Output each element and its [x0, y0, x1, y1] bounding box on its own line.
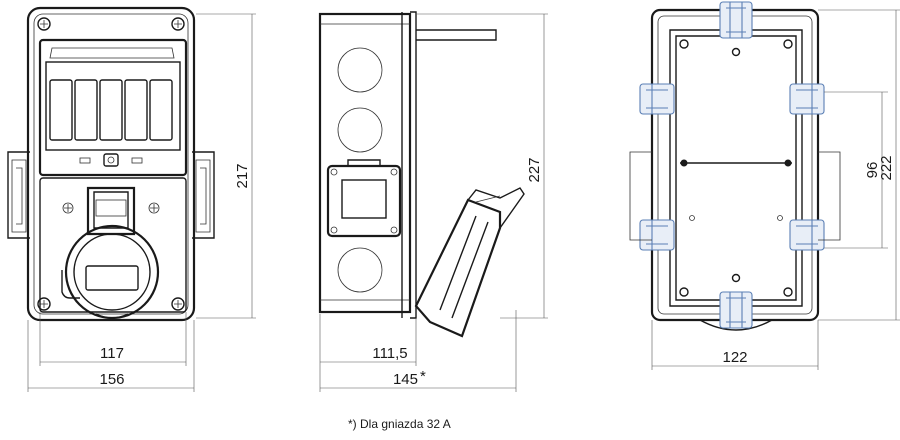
side-inner-depth-label: 111,5: [372, 345, 407, 362]
back-hole-spacing-label: 96: [864, 162, 881, 179]
socket-icon: [61, 224, 160, 320]
angled-socket: [414, 187, 525, 338]
back-mounting-holes: [679, 39, 793, 297]
front-housing: [26, 6, 196, 322]
back-height-label: 222: [878, 155, 895, 180]
footnote: *) Dla gniazda 32 A: [348, 417, 451, 431]
knockout-circles: [337, 47, 383, 293]
back-width-label: 122: [722, 349, 747, 366]
side-outer-depth-mark: *: [420, 368, 426, 385]
front-corner-screws: [37, 17, 185, 311]
front-dimensions: 217 117 156: [27, 13, 256, 392]
socket-panel: [39, 177, 187, 313]
circuit-breakers: [49, 79, 173, 141]
front-height-label: 217: [234, 163, 251, 188]
side-socket-icon: [326, 159, 402, 238]
front-left-ear: [7, 151, 30, 239]
side-height-label: 227: [526, 157, 543, 182]
front-right-ear: [192, 151, 215, 239]
side-housing: [318, 12, 412, 314]
front-outer-width-label: 156: [99, 371, 124, 388]
back-side-ears: [629, 151, 841, 241]
lock-icon: [103, 153, 119, 167]
front-view: [7, 6, 215, 322]
back-housing: [650, 8, 820, 322]
side-view: [318, 11, 525, 338]
breaker-panel: [38, 38, 188, 177]
side-outer-depth-label: 145: [393, 371, 418, 388]
front-inner-width-label: 117: [100, 345, 124, 362]
side-dimensions: 227 111,5 145 *: [319, 13, 548, 392]
mounting-brackets: [639, 1, 825, 329]
back-dimensions: 96 222 122: [651, 9, 900, 370]
socket-screws: [62, 202, 160, 214]
back-view: [629, 1, 841, 331]
